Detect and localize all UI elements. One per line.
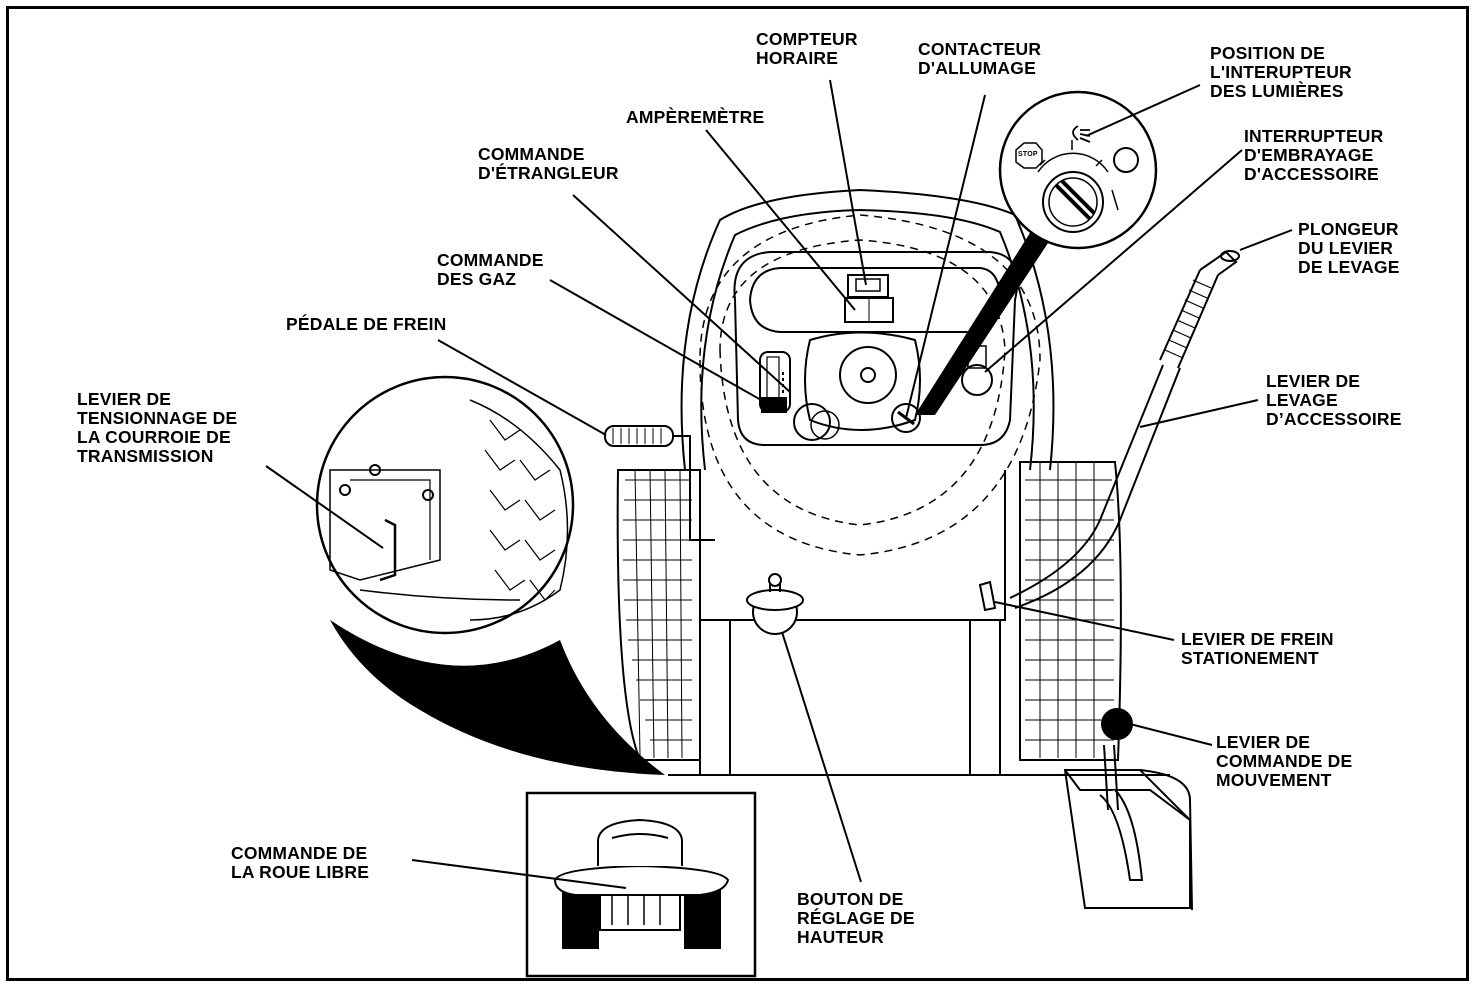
freewheel-inset: [525, 791, 757, 978]
key-switch-inset: [915, 90, 1158, 415]
label-attachment-lift-lever: LEVIER DE LEVAGE D’ACCESSOIRE: [1266, 371, 1402, 429]
label-parking-brake-lever: LEVIER DE FREIN STATIONEMENT: [1181, 629, 1334, 668]
label-freewheel-control: COMMANDE DE LA ROUE LIBRE: [231, 843, 370, 882]
tractor-body: [604, 188, 1240, 911]
left-floor-mat: [616, 469, 701, 761]
label-choke-control: COMMANDE D'ÉTRANGLEUR: [478, 144, 619, 183]
label-ignition-switch: CONTACTEUR D'ALLUMAGE: [918, 39, 1042, 78]
label-lift-lever-plunger: PLONGEUR DU LEVIER DE LEVAGE: [1298, 219, 1400, 277]
label-belt-tension-lever: LEVIER DE TENSIONNAGE DE LA COURROIE DE …: [77, 389, 238, 466]
label-height-adjust-knob: BOUTON DE RÉGLAGE DE HAUTEUR: [797, 889, 915, 947]
stop-mark-text: STOP: [1018, 151, 1038, 158]
label-throttle-control: COMMANDE DES GAZ: [437, 250, 544, 289]
figure-border: [6, 6, 1469, 981]
belt-tension-inset: [315, 375, 665, 775]
label-light-switch-position: POSITION DE L'INTERUPTEUR DES LUMIÈRES: [1210, 43, 1352, 101]
label-brake-pedal: PÉDALE DE FREIN: [286, 314, 447, 334]
leader-lines: [265, 79, 1293, 889]
label-ammeter: AMPÈREMÈTRE: [626, 107, 765, 127]
label-motion-control-lever: LEVIER DE COMMANDE DE MOUVEMENT: [1216, 732, 1353, 790]
label-pto-switch: INTERRUPTEUR D'EMBRAYAGE D'ACCESSOIRE: [1244, 126, 1384, 184]
right-floor-mat: [1019, 461, 1122, 761]
label-hour-meter: COMPTEUR HORAIRE: [756, 29, 858, 68]
